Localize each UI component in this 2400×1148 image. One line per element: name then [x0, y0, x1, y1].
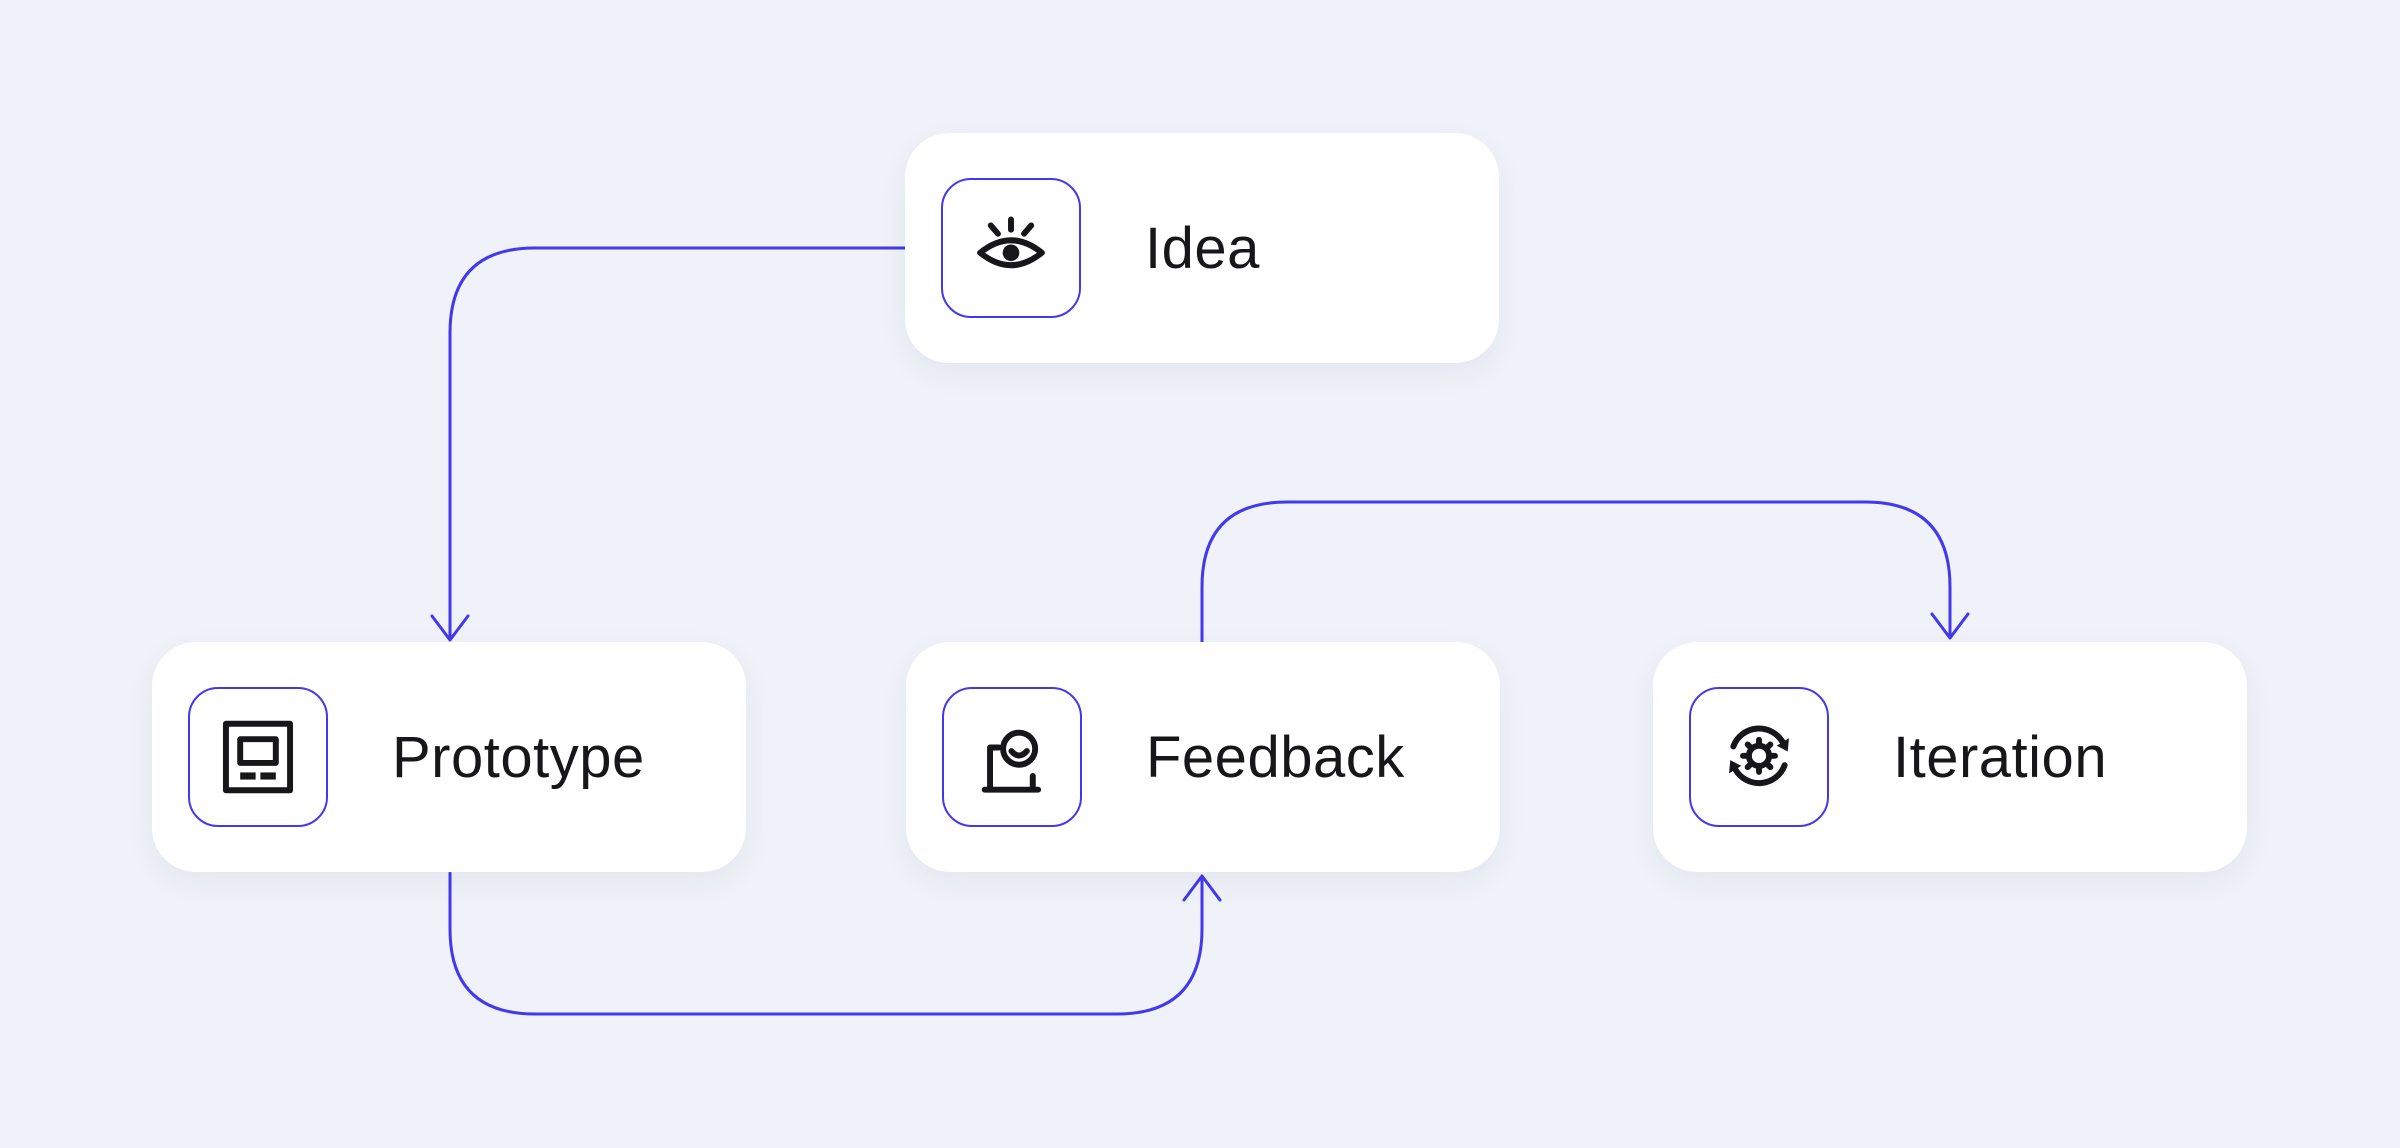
arrowhead-up-icon	[1182, 874, 1222, 902]
connector-idea-to-prototype	[430, 246, 907, 642]
flow-node-label: Iteration	[1893, 724, 2108, 790]
flow-node-label: Prototype	[392, 724, 645, 790]
connector-feedback-to-iteration	[1200, 500, 1970, 644]
flow-node-feedback[interactable]: Feedback	[906, 642, 1500, 872]
prototype-icon-box	[188, 687, 328, 827]
user-presenting-icon	[981, 729, 1042, 793]
connector-prototype-to-feedback	[448, 871, 1222, 1016]
wireframe-icon	[222, 720, 294, 794]
gear-sync-icon	[1729, 725, 1789, 787]
iteration-icon-box	[1689, 687, 1829, 827]
flow-node-label: Feedback	[1146, 724, 1405, 790]
eye-icon	[977, 216, 1045, 269]
feedback-icon-box	[942, 687, 1082, 827]
arrowhead-down-icon	[1930, 612, 1970, 640]
flow-node-label: Idea	[1145, 215, 1260, 281]
flow-node-iteration[interactable]: Iteration	[1653, 642, 2247, 872]
arrowhead-down-icon	[430, 614, 470, 642]
flow-node-prototype[interactable]: Prototype	[152, 642, 746, 872]
flow-node-idea[interactable]: Idea	[905, 133, 1499, 363]
idea-icon-box	[941, 178, 1081, 318]
